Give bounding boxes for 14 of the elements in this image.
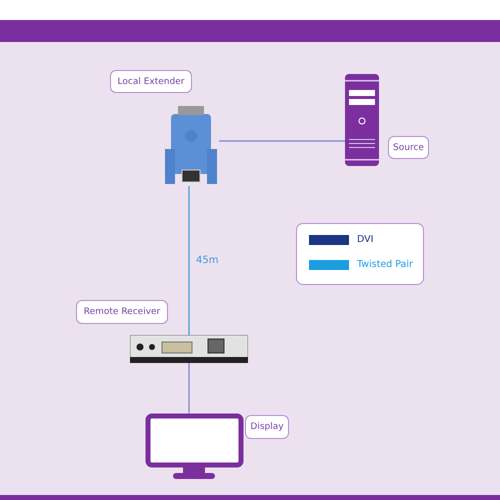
label-box [110,70,192,93]
label-box [76,300,168,324]
legend-text: DVI [357,234,374,245]
device-label: Source [393,142,424,152]
cable-line [188,363,190,413]
device-label: Display [250,422,284,432]
edge-label: 45m [196,254,218,266]
cable-line [219,140,345,142]
label-box [388,136,429,159]
cable-line [188,186,190,335]
legend-text: Twisted Pair [357,259,413,270]
label-box [245,415,289,439]
device-label: Remote Receiver [84,307,160,317]
device-label: Local Extender [118,76,184,86]
